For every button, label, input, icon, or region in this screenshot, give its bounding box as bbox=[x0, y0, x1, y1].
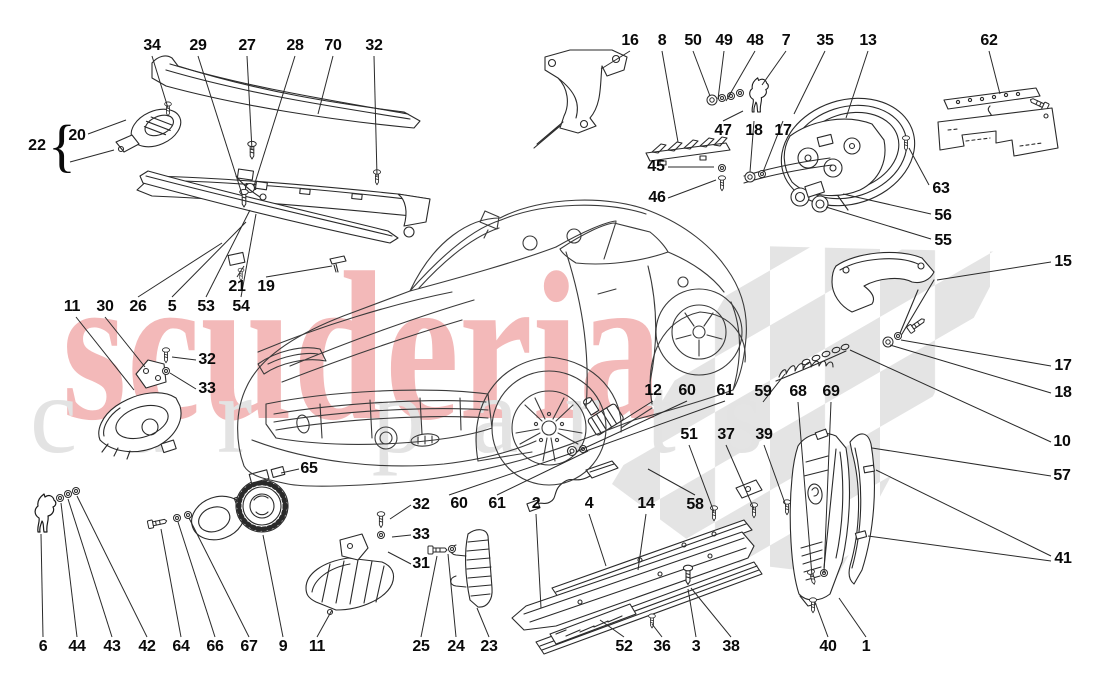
callout-label: 67 bbox=[240, 638, 258, 655]
callout-label: 13 bbox=[859, 32, 877, 49]
callout-label: 48 bbox=[746, 32, 764, 49]
bracket-15 bbox=[831, 251, 935, 348]
callout-label: 63 bbox=[932, 180, 950, 197]
callout-label: 53 bbox=[197, 298, 215, 315]
callout-label: 15 bbox=[1054, 253, 1072, 270]
leader-lines bbox=[40, 50, 1052, 638]
callout-label: 27 bbox=[238, 37, 256, 54]
callout-label: 50 bbox=[684, 32, 702, 49]
callout-label: 61 bbox=[488, 495, 506, 512]
grille-strip-8 bbox=[645, 136, 731, 166]
grille-slat bbox=[427, 529, 493, 608]
callout-label: 55 bbox=[934, 232, 952, 249]
callout-label: 58 bbox=[686, 496, 704, 513]
callout-label: 51 bbox=[680, 426, 698, 443]
callout-label: 42 bbox=[138, 638, 156, 655]
callout-label: 59 bbox=[754, 383, 772, 400]
callout-label: 21 bbox=[228, 278, 246, 295]
callout-label: 61 bbox=[716, 382, 734, 399]
prancing-horse-icon bbox=[749, 77, 769, 113]
callout-label: 6 bbox=[38, 638, 48, 655]
callout-label: 30 bbox=[96, 298, 114, 315]
callout-label: 34 bbox=[143, 37, 161, 54]
callout-label: 2 bbox=[531, 495, 541, 512]
callout-label: 49 bbox=[715, 32, 733, 49]
third-brake-light bbox=[901, 87, 1059, 157]
callout-label: 17 bbox=[774, 122, 792, 139]
callout-label: 40 bbox=[819, 638, 837, 655]
callout-label: 33 bbox=[198, 380, 216, 397]
callout-label: 39 bbox=[755, 426, 773, 443]
taillight-assembly bbox=[743, 97, 916, 213]
callout-label: 10 bbox=[1053, 433, 1071, 450]
callout-label: 24 bbox=[447, 638, 465, 655]
callout-label: 7 bbox=[781, 32, 791, 49]
callout-label: 32 bbox=[365, 37, 383, 54]
sill-covers bbox=[511, 410, 964, 655]
pininfarina-script bbox=[775, 343, 850, 382]
callout-label: 17 bbox=[1054, 357, 1072, 374]
callout-label: 22 bbox=[28, 137, 46, 154]
callout-label: 45 bbox=[647, 158, 665, 175]
callout-label: 32 bbox=[412, 496, 430, 513]
callout-label: 62 bbox=[980, 32, 998, 49]
callout-label: 54 bbox=[232, 298, 250, 315]
callout-label: 19 bbox=[257, 278, 275, 295]
front-side-lamp bbox=[98, 347, 182, 460]
callout-label: 56 bbox=[934, 207, 952, 224]
callout-label: 46 bbox=[648, 189, 666, 206]
callout-label: 66 bbox=[206, 638, 224, 655]
callout-label: 20 bbox=[68, 127, 86, 144]
windshield-trim-parts bbox=[115, 55, 431, 281]
callout-label: 41 bbox=[1054, 550, 1072, 567]
callout-label: 5 bbox=[167, 298, 177, 315]
callout-label: 31 bbox=[412, 555, 430, 572]
callout-label: 60 bbox=[450, 495, 468, 512]
callout-label: 69 bbox=[822, 383, 840, 400]
fog-lamp-assembly bbox=[146, 466, 289, 541]
bracket-16 bbox=[533, 49, 628, 149]
callout-label: 26 bbox=[129, 298, 147, 315]
callout-label: 29 bbox=[189, 37, 207, 54]
callout-label: 33 bbox=[412, 526, 430, 543]
prancing-horse-badge bbox=[34, 493, 57, 533]
callout-label: 16 bbox=[621, 32, 639, 49]
callout-label: 18 bbox=[1054, 384, 1072, 401]
callout-label: 32 bbox=[198, 351, 216, 368]
callout-label: 14 bbox=[637, 495, 655, 512]
callout-label: 38 bbox=[722, 638, 740, 655]
callout-label: 60 bbox=[678, 382, 696, 399]
callout-label: 18 bbox=[745, 122, 763, 139]
brace-icon: { bbox=[47, 113, 76, 178]
callout-label: 65 bbox=[300, 460, 318, 477]
callout-label: 43 bbox=[103, 638, 121, 655]
callout-label: 25 bbox=[412, 638, 430, 655]
callout-label: 70 bbox=[324, 37, 342, 54]
brace-group-22: 22 { bbox=[28, 117, 76, 175]
callout-label: 23 bbox=[480, 638, 498, 655]
car-drawing bbox=[237, 199, 747, 487]
callout-label: 52 bbox=[615, 638, 633, 655]
callout-label: 11 bbox=[308, 638, 326, 655]
callout-label: 47 bbox=[714, 122, 732, 139]
callout-label: 12 bbox=[644, 382, 662, 399]
callout-label: 4 bbox=[584, 495, 594, 512]
callout-label: 28 bbox=[286, 37, 304, 54]
callout-label: 44 bbox=[68, 638, 86, 655]
callout-label: 8 bbox=[657, 32, 667, 49]
callout-label: 35 bbox=[816, 32, 834, 49]
callout-label: 1 bbox=[861, 638, 871, 655]
callout-label: 36 bbox=[653, 638, 671, 655]
pillar-trim bbox=[709, 428, 875, 614]
front-turn-lamp bbox=[305, 511, 395, 616]
callout-label: 37 bbox=[717, 426, 735, 443]
callout-label: 68 bbox=[789, 383, 807, 400]
callout-label: 64 bbox=[172, 638, 190, 655]
callout-label: 3 bbox=[691, 638, 701, 655]
callout-label: 9 bbox=[278, 638, 288, 655]
callout-label: 57 bbox=[1053, 467, 1071, 484]
callout-label: 11 bbox=[63, 298, 81, 315]
